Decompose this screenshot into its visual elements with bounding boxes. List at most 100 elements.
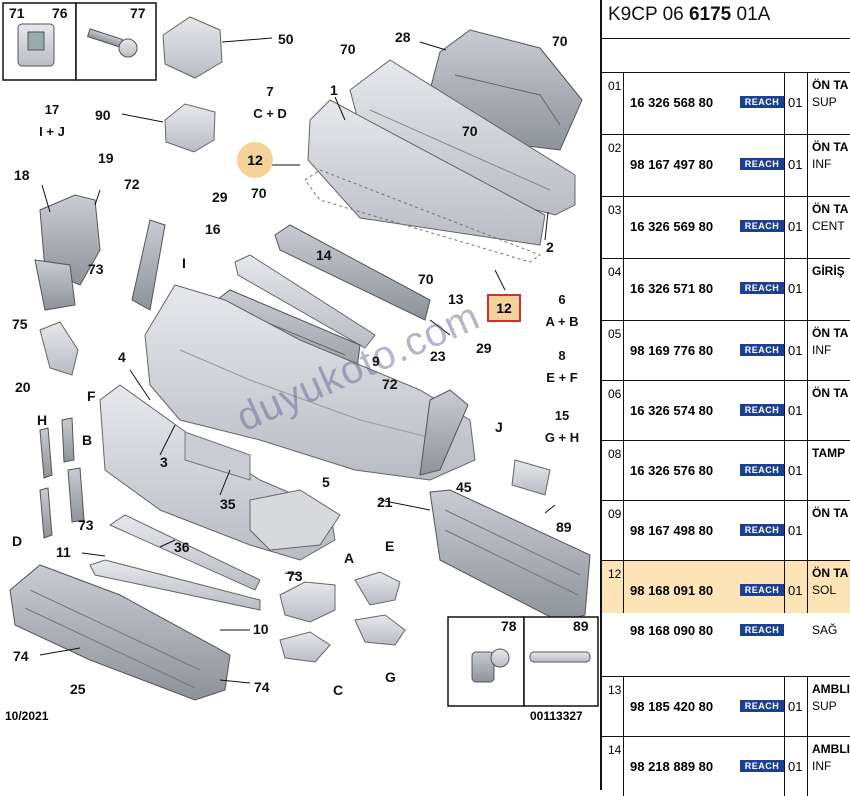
callout-76[interactable]: 76 (52, 5, 68, 21)
callout-I[interactable]: I (182, 255, 186, 271)
callout-75[interactable]: 75 (12, 316, 28, 332)
part-name: ÖN TA (812, 202, 849, 216)
group-6[interactable]: 6 A + B (532, 292, 592, 329)
group-15[interactable]: 15 G + H (532, 408, 592, 445)
callout-D[interactable]: D (12, 533, 23, 549)
row-index: 06 (602, 381, 624, 440)
callout-23[interactable]: 23 (430, 348, 446, 364)
quantity-value: 01 (788, 403, 803, 418)
callout-29-a[interactable]: 29 (212, 189, 228, 205)
callout-4[interactable]: 4 (118, 349, 126, 365)
callout-77[interactable]: 77 (130, 5, 146, 21)
callout-12-badge[interactable]: 12 (237, 142, 273, 178)
callout-5[interactable]: 5 (322, 474, 330, 490)
callout-H[interactable]: H (37, 412, 48, 428)
part-reference[interactable]: 98 185 420 80 (630, 699, 714, 714)
callout-18[interactable]: 18 (14, 167, 30, 183)
callout-19[interactable]: 19 (98, 150, 114, 166)
callout-78[interactable]: 78 (501, 618, 517, 634)
callout-73-c[interactable]: 73 (287, 568, 303, 584)
callout-1[interactable]: 1 (330, 82, 338, 98)
callout-E[interactable]: E (385, 538, 395, 554)
part-reference[interactable]: 98 167 497 80 (630, 157, 714, 172)
part-reference[interactable]: 98 218 889 80 (630, 759, 714, 774)
callout-16[interactable]: 16 (205, 221, 221, 237)
callout-70-e[interactable]: 70 (418, 271, 434, 287)
callout-73-b[interactable]: 73 (78, 517, 94, 533)
title-bold: 6175 (688, 4, 732, 25)
callout-B[interactable]: B (82, 432, 93, 448)
part-reference[interactable]: 16 326 576 80 (630, 463, 714, 478)
row-index: 04 (602, 259, 624, 320)
callout-20[interactable]: 20 (15, 379, 31, 395)
inset-box-78 (447, 616, 525, 707)
part-reference-2[interactable]: 98 168 090 80 (630, 623, 714, 638)
callout-25[interactable]: 25 (70, 681, 86, 697)
part-reference[interactable]: 98 169 776 80 (630, 343, 714, 358)
part-50 (162, 16, 273, 79)
callout-G[interactable]: G (385, 669, 396, 685)
part-reference[interactable]: 98 168 091 80 (630, 583, 714, 598)
callout-9[interactable]: 9 (372, 353, 380, 369)
callout-71[interactable]: 71 (9, 5, 25, 21)
callout-70-d[interactable]: 70 (251, 185, 267, 201)
fog-lamp-frames (279, 571, 406, 663)
diagram-date: 10/2021 (5, 709, 49, 723)
callout-J[interactable]: J (495, 419, 503, 435)
callout-28[interactable]: 28 (395, 29, 411, 45)
group-17[interactable]: 17 I + J (22, 102, 82, 139)
callout-73-a[interactable]: 73 (88, 261, 104, 277)
callout-72-b[interactable]: 72 (382, 376, 398, 392)
part-reference[interactable]: 16 326 569 80 (630, 219, 714, 234)
group-7[interactable]: 7 C + D (240, 84, 300, 121)
callout-36[interactable]: 36 (174, 539, 190, 555)
callout-13[interactable]: 13 (448, 291, 464, 307)
callout-29-b[interactable]: 29 (476, 340, 492, 356)
callout-14[interactable]: 14 (316, 247, 332, 263)
group-8[interactable]: 8 E + F (532, 348, 592, 385)
callout-45[interactable]: 45 (456, 479, 472, 495)
part-reference[interactable]: 16 326 568 80 (630, 95, 714, 110)
callout-12-selected[interactable]: 12 (487, 294, 521, 322)
inset-box-89 (523, 616, 599, 707)
part-90 (121, 103, 216, 153)
callout-70-c[interactable]: 70 (462, 123, 478, 139)
callout-72-a[interactable]: 72 (124, 176, 140, 192)
callout-50[interactable]: 50 (278, 31, 294, 47)
callout-90[interactable]: 90 (95, 107, 111, 123)
callout-F[interactable]: F (87, 388, 96, 404)
callout-89-a[interactable]: 89 (556, 519, 572, 535)
callout-11[interactable]: 11 (56, 544, 71, 560)
part-reference[interactable]: 98 167 498 80 (630, 523, 714, 538)
callout-3[interactable]: 3 (160, 454, 168, 470)
callout-74-a[interactable]: 74 (13, 648, 29, 664)
callout-70-a[interactable]: 70 (340, 41, 356, 57)
inset-box-77 (75, 2, 157, 81)
callout-89-b[interactable]: 89 (573, 618, 589, 634)
callout-74-b[interactable]: 74 (254, 679, 270, 695)
callout-10[interactable]: 10 (253, 621, 269, 637)
callout-2[interactable]: 2 (546, 239, 554, 255)
part-name: ÖN TA (812, 386, 849, 400)
callout-70-b[interactable]: 70 (552, 33, 568, 49)
callout-C[interactable]: C (333, 682, 344, 698)
row-index: 08 (602, 441, 624, 500)
callout-A[interactable]: A (344, 550, 355, 566)
part-reference[interactable]: 16 326 574 80 (630, 403, 714, 418)
callout-21[interactable]: 21 (377, 494, 393, 510)
callout-35[interactable]: 35 (220, 496, 236, 512)
part-reference[interactable]: 16 326 571 80 (630, 281, 714, 296)
part-72-bracket (131, 219, 166, 311)
